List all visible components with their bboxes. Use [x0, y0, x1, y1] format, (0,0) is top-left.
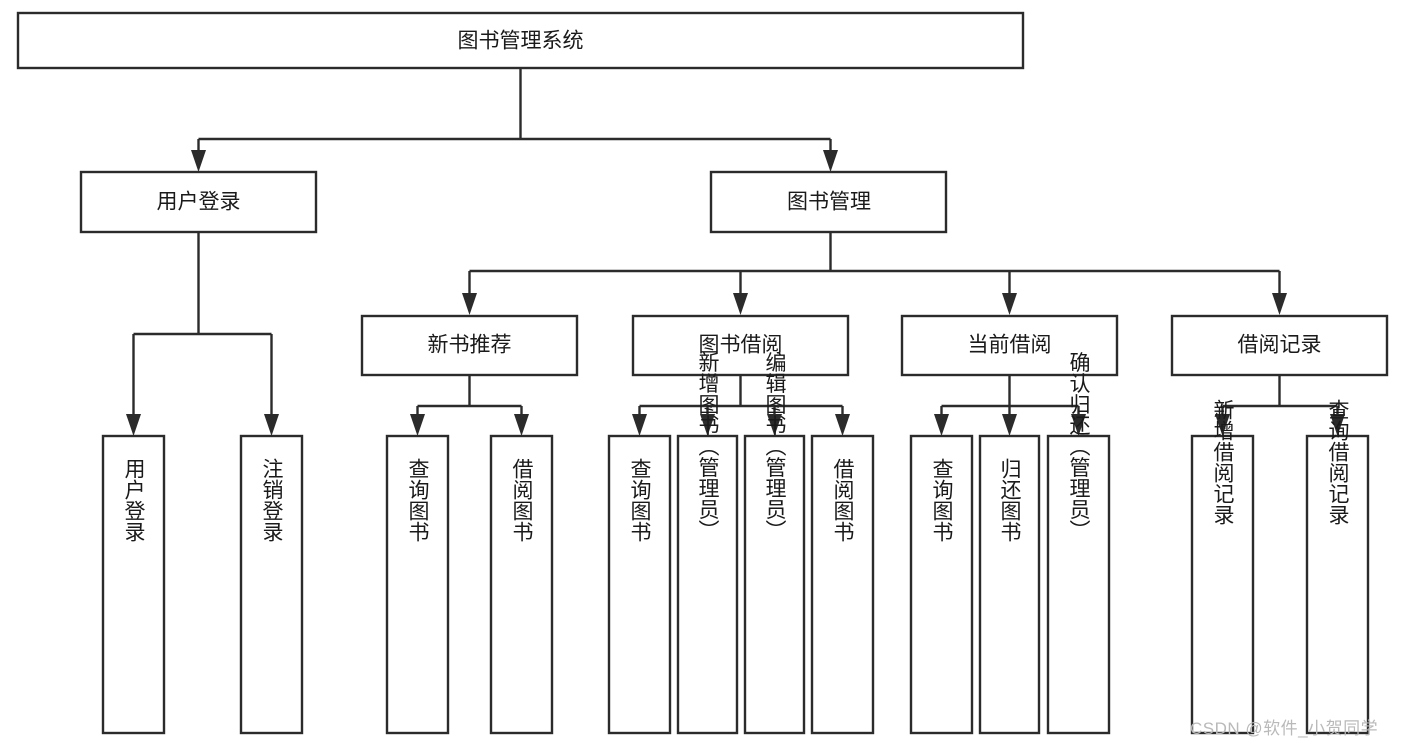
connector-root-to-level2 — [191, 68, 838, 172]
node-leaf-logout-box[interactable] — [239, 434, 304, 735]
arrow-to-new-book-recommend — [462, 293, 477, 315]
node-root-system-box[interactable] — [16, 11, 1025, 70]
node-leaf-confirm-return-box[interactable] — [1046, 434, 1111, 735]
node-root-system-label: 图书管理系统 — [458, 30, 584, 53]
node-leaf-borrow-book-2[interactable]: 借阅图书 — [810, 434, 875, 735]
node-leaf-logout[interactable]: 注销登录 — [239, 434, 304, 735]
node-leaf-add-book-label: 新增图书（管理员） — [696, 352, 720, 541]
connector-book-management-to-level3 — [462, 232, 1287, 315]
arrow-to-book-borrow — [733, 293, 748, 315]
node-new-book-recommend-label: 新书推荐 — [428, 334, 512, 357]
node-user-login-box[interactable] — [79, 170, 318, 234]
node-leaf-confirm-return[interactable]: 确认归还（管理员） — [1046, 352, 1111, 735]
node-leaf-query-book-3[interactable]: 查询图书 — [909, 434, 974, 735]
node-new-book-recommend-box[interactable] — [360, 314, 579, 377]
node-leaf-add-record-label: 新增借阅记录 — [1211, 399, 1235, 525]
node-borrow-record-label: 借阅记录 — [1238, 334, 1322, 357]
node-book-borrow-label: 图书借阅 — [699, 334, 783, 357]
node-borrow-record[interactable]: 借阅记录 — [1170, 314, 1389, 377]
node-book-management-box[interactable] — [709, 170, 948, 234]
connector-current-borrow-to-leaves — [934, 375, 1086, 436]
node-leaf-query-book-1[interactable]: 查询图书 — [385, 434, 450, 735]
arrow-to-leaf-query-book-1 — [410, 414, 425, 436]
node-book-management[interactable]: 图书管理 — [709, 170, 948, 234]
node-leaf-user-login-label: 用户登录 — [122, 458, 146, 542]
node-leaf-borrow-book-1-label: 借阅图书 — [510, 458, 534, 542]
arrow-to-leaf-query-book-3 — [934, 414, 949, 436]
node-book-management-label: 图书管理 — [787, 191, 871, 214]
node-leaf-borrow-book-2-label: 借阅图书 — [831, 458, 855, 542]
arrow-to-current-borrow — [1002, 293, 1017, 315]
node-leaf-edit-book-box[interactable] — [743, 434, 806, 735]
node-leaf-return-book-box[interactable] — [978, 434, 1041, 735]
arrow-to-user-login — [191, 150, 206, 172]
node-borrow-record-box[interactable] — [1170, 314, 1389, 377]
node-leaf-query-book-3-box[interactable] — [909, 434, 974, 735]
node-leaf-user-login-box[interactable] — [101, 434, 166, 735]
connector-user-login-to-leaves — [126, 232, 279, 436]
connector-book-borrow-to-leaves — [632, 375, 850, 436]
node-leaf-logout-label: 注销登录 — [260, 458, 284, 542]
node-user-login[interactable]: 用户登录 — [79, 170, 318, 234]
arrow-to-leaf-logout — [264, 414, 279, 436]
node-leaf-query-book-1-label: 查询图书 — [406, 458, 430, 542]
node-root-system[interactable]: 图书管理系统 — [16, 11, 1025, 70]
node-leaf-borrow-book-2-box[interactable] — [810, 434, 875, 735]
node-current-borrow-label: 当前借阅 — [968, 334, 1052, 357]
arrow-to-book-management — [823, 150, 838, 172]
node-current-borrow[interactable]: 当前借阅 — [900, 314, 1119, 377]
arrow-to-borrow-record — [1272, 293, 1287, 315]
node-leaf-return-book-label: 归还图书 — [998, 458, 1022, 542]
node-leaf-borrow-book-1[interactable]: 借阅图书 — [489, 434, 554, 735]
node-leaf-add-record[interactable]: 新增借阅记录 — [1190, 399, 1255, 735]
node-leaf-add-book[interactable]: 新增图书（管理员） — [676, 352, 739, 735]
node-leaf-confirm-return-label: 确认归还（管理员） — [1067, 352, 1091, 541]
node-leaf-edit-book[interactable]: 编辑图书（管理员） — [743, 352, 806, 735]
node-current-borrow-box[interactable] — [900, 314, 1119, 377]
arrow-to-leaf-borrow-book-1 — [514, 414, 529, 436]
node-leaf-query-book-2-box[interactable] — [607, 434, 672, 735]
node-leaf-query-book-2-label: 查询图书 — [628, 458, 652, 542]
node-leaf-query-book-2[interactable]: 查询图书 — [607, 434, 672, 735]
arrow-to-leaf-user-login — [126, 414, 141, 436]
node-leaf-borrow-book-1-box[interactable] — [489, 434, 554, 735]
node-new-book-recommend[interactable]: 新书推荐 — [360, 314, 579, 377]
node-leaf-add-book-box[interactable] — [676, 434, 739, 735]
node-leaf-add-record-box[interactable] — [1190, 434, 1255, 735]
node-leaf-query-record-box[interactable] — [1305, 434, 1370, 735]
node-leaf-query-book-3-label: 查询图书 — [930, 458, 954, 542]
node-leaf-query-record-label: 查询借阅记录 — [1326, 399, 1350, 525]
arrow-to-leaf-return-book — [1002, 414, 1017, 436]
node-leaf-return-book[interactable]: 归还图书 — [978, 434, 1041, 735]
arrow-to-leaf-query-book-2 — [632, 414, 647, 436]
node-leaf-edit-book-label: 编辑图书（管理员） — [763, 352, 787, 541]
connector-borrow-record-to-leaves — [1215, 375, 1345, 436]
node-book-borrow-box[interactable] — [631, 314, 850, 377]
node-book-borrow[interactable]: 图书借阅 — [631, 314, 850, 377]
arrow-to-leaf-borrow-book-2 — [835, 414, 850, 436]
node-user-login-label: 用户登录 — [157, 191, 241, 214]
connector-new-book-recommend-to-leaves — [410, 375, 529, 436]
node-leaf-query-book-1-box[interactable] — [385, 434, 450, 735]
node-leaf-query-record[interactable]: 查询借阅记录 — [1305, 399, 1370, 735]
node-leaf-user-login[interactable]: 用户登录 — [101, 434, 166, 735]
